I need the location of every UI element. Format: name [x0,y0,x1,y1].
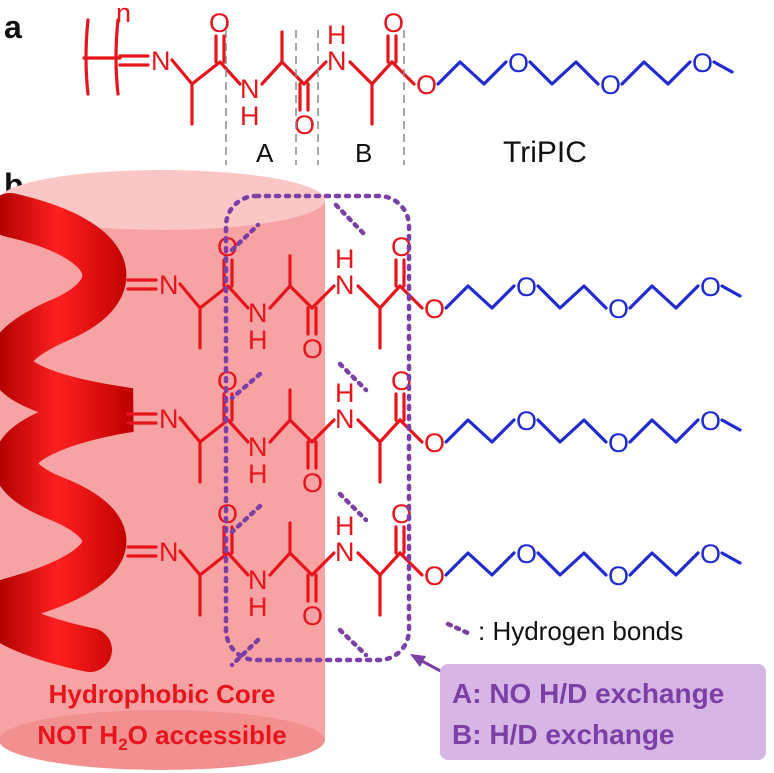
helix-backbone [0,193,134,672]
core-caption-line1: Hydrophobic Core [49,679,276,709]
segment-a-label: A [256,138,274,168]
hydrogen-bond-legend: : Hydrogen bonds [478,616,683,646]
exchange-info-box [440,664,766,760]
panel-a-label: a [4,9,22,45]
segment-dividers [225,30,405,165]
exchange-line-b: B: H/D exchange [452,719,675,750]
core-caption-line2: NOT H2O accessible [37,720,286,754]
tripic-molecule [118,6,734,142]
segment-b-label: B [355,138,372,168]
hydrogen-bond-legend-line [445,621,473,637]
repeat-subscript: n [116,0,131,28]
repeat-unit-bracket [82,18,122,96]
hydrogen-bond-lines [229,202,369,668]
segment-enclosure [223,193,412,663]
polymer-name: TriPIC [503,136,587,169]
exchange-line-a: A: NO H/D exchange [452,678,724,709]
